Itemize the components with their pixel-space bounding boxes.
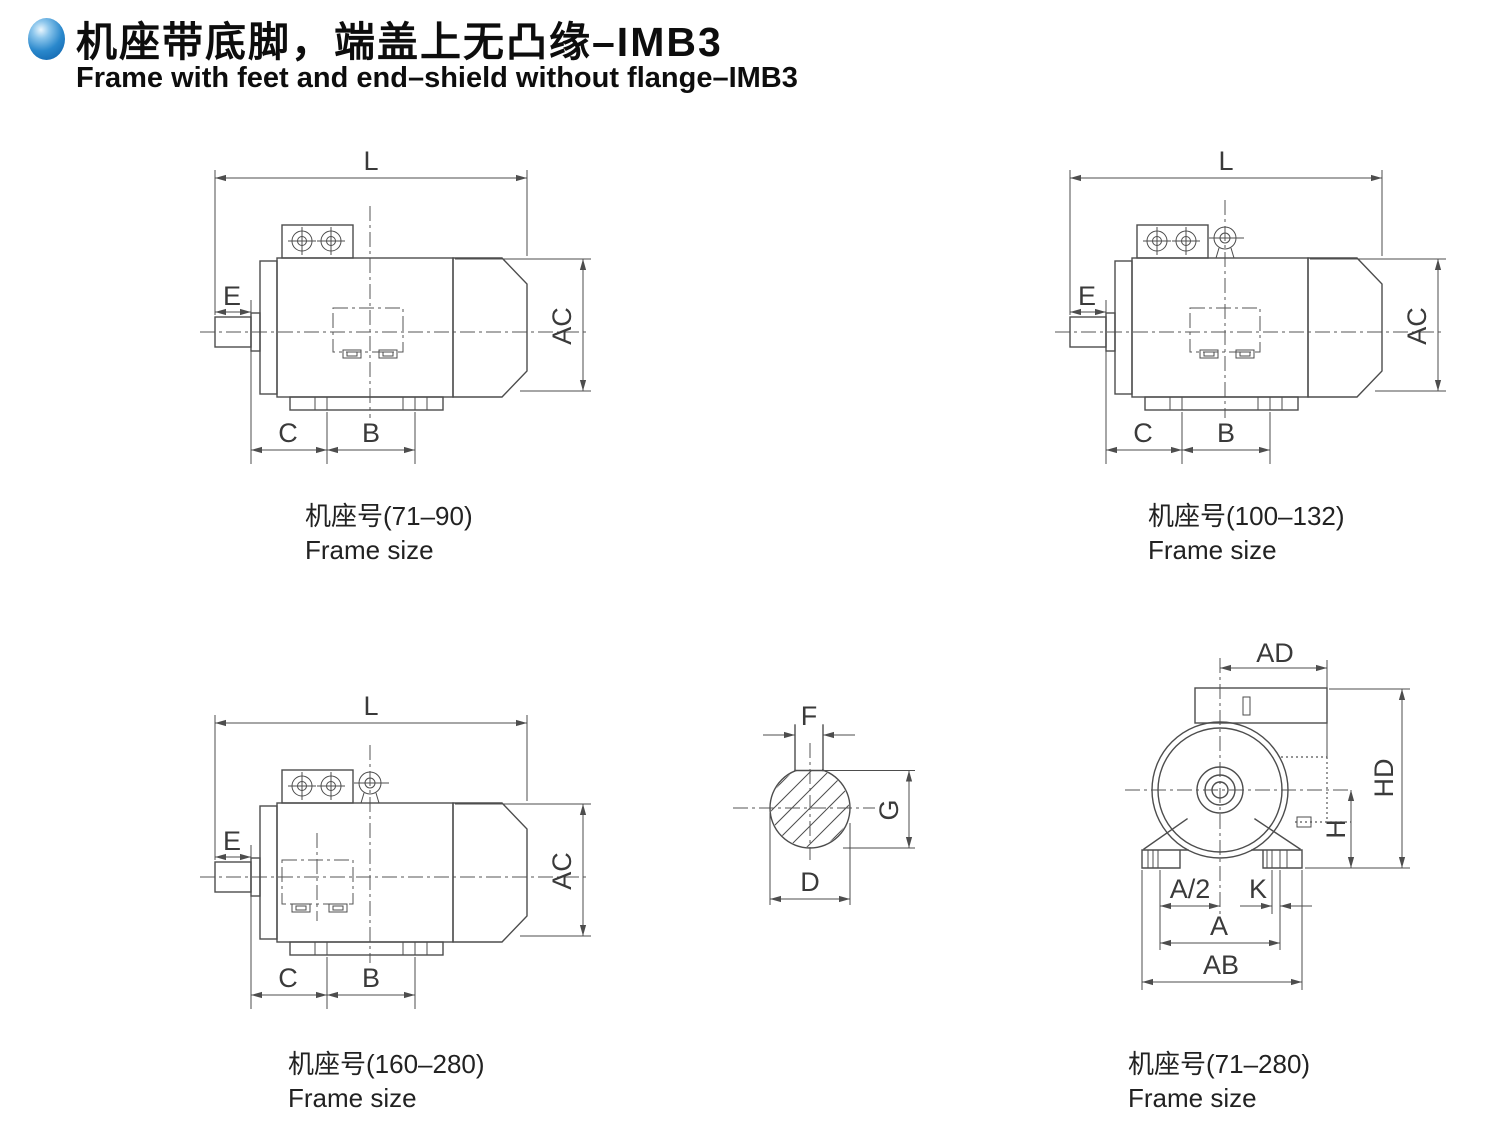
dimension-H: H [1321, 790, 1355, 868]
dim-label-HD: HD [1369, 759, 1399, 798]
nameplate-outline [1189, 307, 1261, 359]
nameplate-outline [281, 859, 354, 913]
dim-label-E: E [223, 826, 241, 856]
dim-label-B: B [362, 418, 380, 448]
dimension-L: L [214, 691, 528, 860]
lifting-eyebolt [1209, 226, 1244, 259]
motor-body [259, 257, 454, 398]
dim-label-L: L [363, 691, 378, 721]
shaft-section-diagram: F G D [733, 701, 915, 905]
dimension-D: D [769, 813, 851, 905]
fan-cover [452, 802, 528, 943]
dimension-G: G [823, 770, 915, 849]
dim-label-A-half: A/2 [1170, 874, 1211, 904]
dimension-E: E [215, 281, 252, 464]
feet-rail [289, 396, 444, 411]
dimension-L: L [214, 146, 528, 315]
dimension-E: E [215, 826, 252, 1009]
lifting-eyebolt [354, 771, 389, 804]
bullet-sphere-icon [28, 18, 65, 60]
side-view-diagram-160-280: L [200, 691, 591, 1009]
front-view-diagram-71-280: AD HD H A/2 K A [1125, 638, 1410, 990]
dimension-L: L [1069, 146, 1383, 315]
dimension-AC: AC [455, 803, 591, 937]
dimension-AD: AD [1220, 638, 1327, 672]
caption-frame-160-280: 机座号(160–280) Frame size [288, 1048, 485, 1116]
dim-label-C: C [1133, 418, 1153, 448]
hatching [771, 769, 849, 847]
caption-en: Frame size [1148, 534, 1277, 565]
dimension-F: F [763, 701, 855, 739]
lug-mark [1296, 816, 1312, 828]
caption-zh: 机座号(160–280) [288, 1049, 485, 1079]
dim-label-L: L [363, 146, 378, 176]
feet-rail [1144, 396, 1299, 411]
dim-label-B: B [362, 963, 380, 993]
dimension-E: E [1070, 281, 1107, 464]
dim-label-F: F [801, 701, 818, 731]
feet [1141, 818, 1303, 869]
caption-en: Frame size [288, 1082, 417, 1113]
terminal-box [1136, 224, 1209, 259]
dimension-AC: AC [455, 258, 591, 392]
dim-label-B: B [1217, 418, 1235, 448]
motor-body [1114, 257, 1309, 398]
dim-label-C: C [278, 418, 298, 448]
dim-label-AC: AC [1402, 307, 1432, 345]
dimension-HD: HD [1305, 688, 1410, 869]
dimension-A-half-K: A/2 K [1159, 870, 1312, 950]
fan-cover [1307, 257, 1383, 398]
caption-zh: 机座号(71–280) [1128, 1049, 1311, 1079]
page-title-zh: 机座带底脚，端盖上无凸缘–IMB3 [76, 19, 723, 65]
dimension-AC: AC [1310, 258, 1446, 392]
dimension-C-B: C B [1106, 412, 1271, 464]
caption-frame-100-132: 机座号(100–132) Frame size [1148, 500, 1345, 568]
shaft-circle [769, 724, 851, 849]
center-lines [1125, 658, 1352, 914]
motor-body [259, 802, 454, 943]
caption-en: Frame size [1128, 1082, 1257, 1113]
caption-frame-71-90: 机座号(71–90) Frame size [305, 500, 473, 568]
center-lines [1055, 200, 1445, 418]
fan-cover [452, 257, 528, 398]
dim-label-K: K [1249, 874, 1267, 904]
dimension-C-B: C B [251, 412, 416, 464]
terminal-box [281, 769, 354, 804]
center-lines [733, 743, 875, 860]
center-lines [200, 745, 590, 963]
dimension-A: A [1160, 911, 1280, 947]
reference-lines [1281, 660, 1351, 828]
center-lines [200, 206, 590, 418]
motor-front [1151, 721, 1289, 859]
dim-label-E: E [1078, 281, 1096, 311]
side-view-diagram-100-132: L [1055, 146, 1446, 464]
dim-label-D: D [800, 867, 820, 897]
terminal-box [281, 224, 354, 259]
caption-en: Frame size [305, 534, 434, 565]
dim-label-C: C [278, 963, 298, 993]
dim-label-H: H [1321, 819, 1351, 839]
caption-zh: 机座号(71–90) [305, 501, 473, 531]
caption-frame-71-280: 机座号(71–280) Frame size [1128, 1048, 1310, 1116]
side-view-diagram-71-90: L [200, 146, 591, 464]
dimension-AB: AB [1141, 870, 1303, 990]
dim-label-E: E [223, 281, 241, 311]
nameplate-outline [332, 307, 404, 359]
dim-label-AC: AC [547, 307, 577, 345]
dim-label-AD: AD [1256, 638, 1294, 668]
caption-zh: 机座号(100–132) [1148, 501, 1345, 531]
page-title-en: Frame with feet and end–shield without f… [76, 62, 798, 94]
dim-label-AC: AC [547, 852, 577, 890]
dim-label-G: G [874, 799, 904, 820]
dim-label-L: L [1218, 146, 1233, 176]
dimension-C-B: C B [251, 957, 416, 1009]
terminal-box [1194, 687, 1328, 724]
dim-label-A: A [1210, 911, 1228, 941]
feet-rail [289, 941, 444, 956]
dim-label-AB: AB [1203, 950, 1239, 980]
